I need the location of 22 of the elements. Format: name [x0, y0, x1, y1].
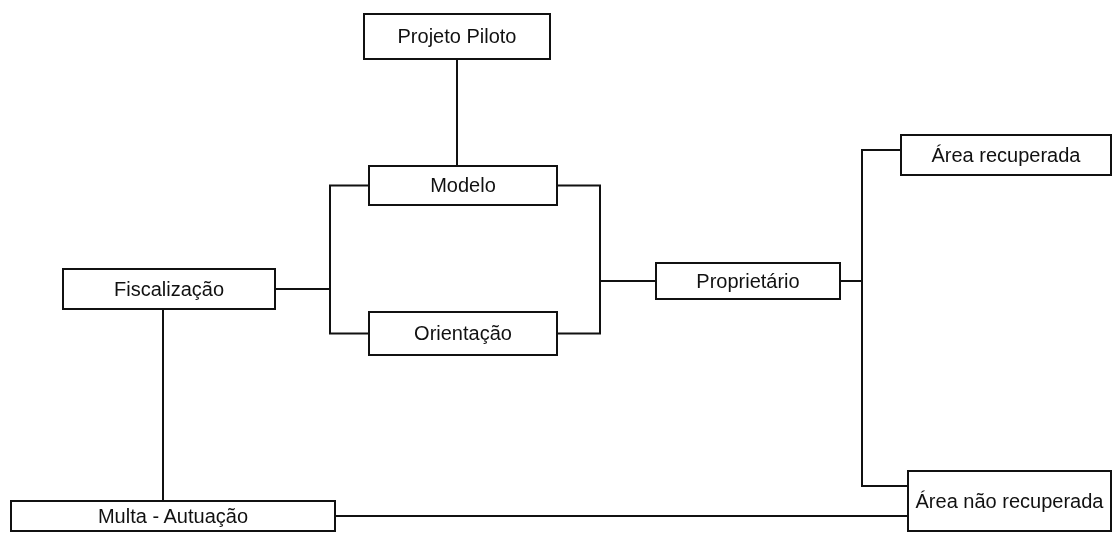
connector-line [456, 59, 458, 166]
process-box [900, 134, 1112, 176]
box-label: Multa - Autuação [97, 504, 249, 528]
connector-line [557, 280, 656, 335]
box-label: Proprietário [696, 269, 800, 293]
box-label: Área recuperada [931, 143, 1081, 167]
connector-line [162, 309, 164, 501]
process-box [655, 262, 841, 300]
box-label: Orientação [414, 322, 512, 345]
process-box [363, 13, 551, 60]
connector-line [335, 515, 908, 517]
process-box [62, 268, 276, 310]
box-label: Modelo [430, 174, 496, 197]
connector-line [275, 288, 369, 335]
process-box [368, 311, 558, 356]
process-box [368, 165, 558, 206]
process-box [907, 470, 1112, 532]
box-label: Projeto Piloto [397, 25, 517, 48]
process-box [10, 500, 336, 532]
box-label: Área não recuperada [915, 489, 1104, 513]
connector-line [840, 280, 908, 487]
box-label: Fiscalização [113, 277, 224, 301]
